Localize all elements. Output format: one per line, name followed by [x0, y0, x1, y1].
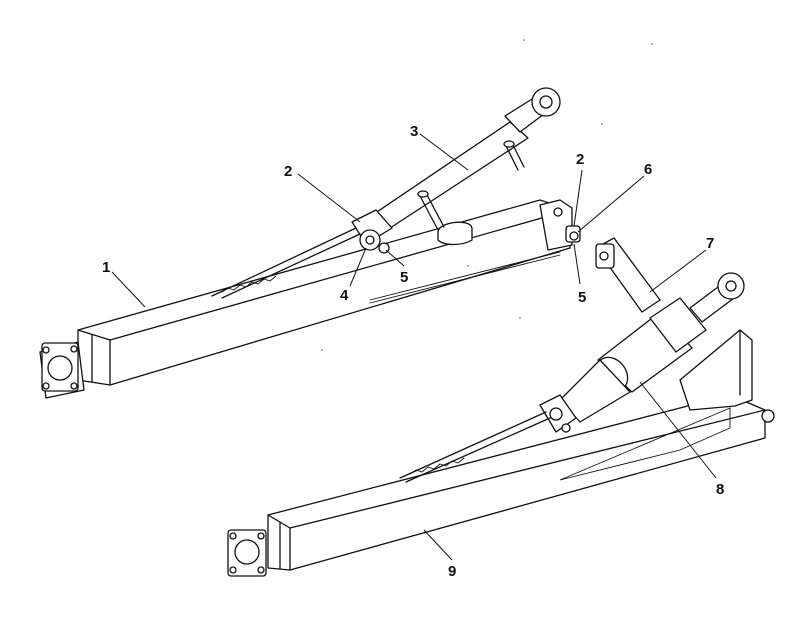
upper-hydraulic-cylinder: [211, 87, 561, 299]
upper-lift-arm: [39, 199, 573, 399]
scan-specks: [321, 39, 653, 351]
callout-5-left: 5: [400, 269, 408, 286]
callout-labels: 1 2 2 3 4 5 5 6 7 8 9: [102, 123, 724, 580]
callout-3: 3: [410, 123, 418, 140]
callout-2-left: 2: [284, 163, 292, 180]
callout-6: 6: [644, 161, 652, 178]
rear-pivot-hardware: [565, 225, 581, 243]
callout-2-right: 2: [576, 151, 584, 168]
callout-9: 9: [448, 563, 456, 580]
callout-1: 1: [102, 259, 110, 276]
lower-hydraulic-cylinder: [399, 237, 745, 483]
callout-7: 7: [706, 235, 714, 252]
leader-lines: [111, 133, 717, 561]
lower-lift-arm: [227, 329, 775, 577]
callout-5-right: 5: [578, 289, 586, 306]
callout-4: 4: [340, 287, 349, 304]
callout-8: 8: [716, 481, 724, 498]
